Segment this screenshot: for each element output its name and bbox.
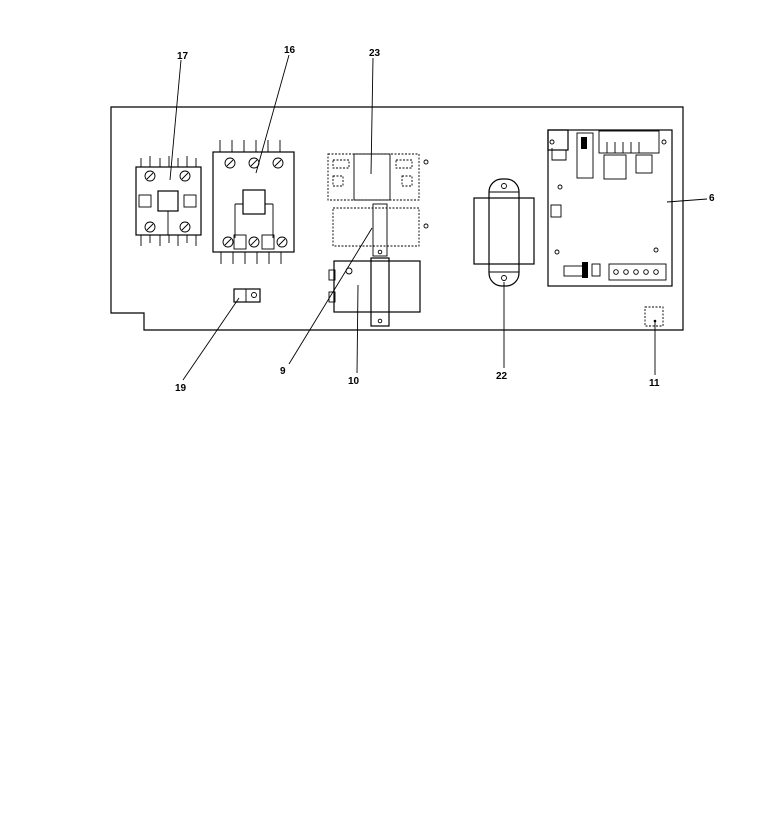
callout-19: 19 [175, 383, 187, 394]
relay-part-23 [327, 153, 429, 201]
callout-17: 17 [177, 51, 189, 62]
callout-10: 10 [348, 376, 360, 387]
dashed-part-11 [644, 306, 664, 327]
callout-11: 11 [649, 378, 660, 389]
callout-9: 9 [280, 366, 286, 377]
contactor-part-16 [212, 140, 295, 264]
terminal-clip-part-19 [233, 288, 261, 303]
transformer-part-22 [473, 178, 535, 287]
callout-22: 22 [496, 371, 508, 382]
leader-lines [169, 54, 708, 381]
callout-23: 23 [369, 48, 381, 59]
transformer-part-9 [332, 203, 429, 257]
contactor-part-17 [135, 156, 202, 246]
callout-6: 6 [709, 193, 715, 204]
transformer-part-10 [328, 257, 421, 327]
callout-16: 16 [284, 45, 296, 56]
mounting-panel [110, 106, 684, 331]
control-board-part-6 [547, 129, 673, 287]
